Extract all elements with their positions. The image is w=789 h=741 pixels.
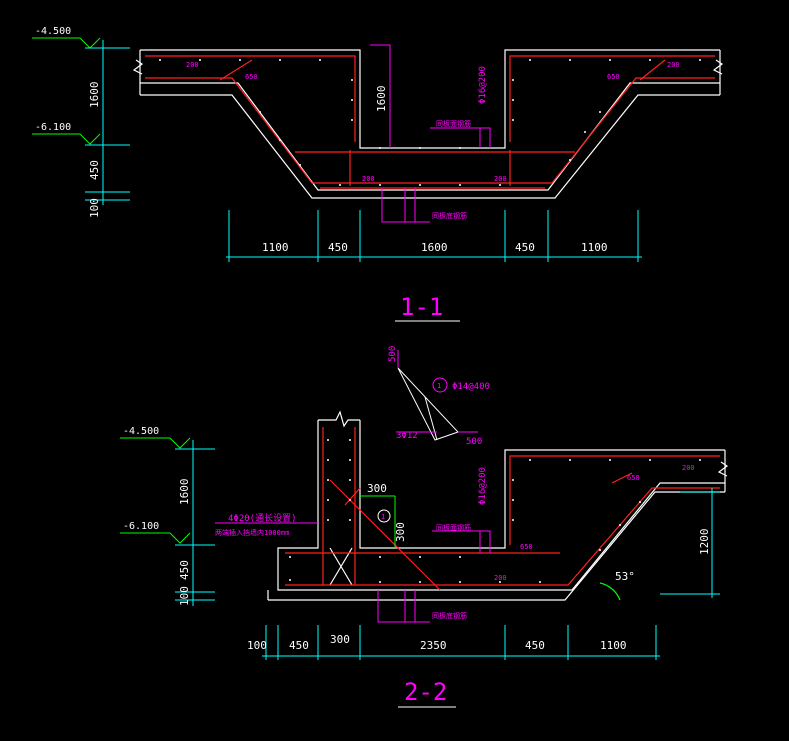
- section-2-corner-dim-v: 300: [394, 522, 407, 542]
- rebar-detail-bar-2: 3Φ12: [396, 431, 418, 441]
- section-1-hdim-2: 450: [328, 241, 348, 254]
- section-2-callout-line1: 4Φ20(通长设置): [228, 512, 297, 524]
- section-1-vdim-3: 100: [88, 198, 101, 218]
- section-1-label-left-bottom: 200: [362, 175, 375, 183]
- section-1-label-right-top-len: 650: [607, 73, 620, 81]
- section-2-2: 300 300 1 4Φ20(通长设置) 两端插入挡墙内1000mm Φ16@2…: [120, 410, 729, 708]
- section-2-horizontal-dim-lines: [262, 625, 660, 660]
- section-1-hdim-3: 1600: [421, 241, 448, 254]
- section-2-vertical-dim-lines: [175, 440, 215, 606]
- section-1-label-right-top-small: 200: [667, 61, 680, 69]
- section-2-note-top-mesh: 同板面钢筋: [436, 523, 471, 532]
- section-1-rebar-dots: [159, 59, 701, 186]
- section-2-slab-outline: [267, 410, 729, 601]
- section-2-vdim-2: 450: [178, 560, 191, 580]
- section-2-label-bottom-len: 650: [520, 543, 533, 551]
- section-2-rebar-dots: [289, 439, 701, 583]
- rebar-detail-shape: [397, 367, 459, 441]
- section-2-note-bottom-mesh: 同板底钢筋: [432, 611, 467, 620]
- section-2-hdim-3: 300: [330, 633, 350, 646]
- section-1-level-symbols: [32, 37, 101, 145]
- section-2-label-bottom-small: 200: [494, 574, 507, 582]
- section-2-title: 2-2: [404, 678, 447, 706]
- section-2-corner-dim-lines: [360, 495, 396, 548]
- section-2-hdim-4: 2350: [420, 639, 447, 652]
- section-1-hdim-1: 1100: [262, 241, 289, 254]
- rebar-detail-marker: 1: [437, 382, 441, 390]
- section-2-angle-arc: [599, 582, 621, 601]
- section-2-corner-dim-h: 300: [367, 482, 387, 495]
- rebar-detail: 500 500 1 Φ14@400 3Φ12: [388, 346, 490, 447]
- section-2-right-height-dim: 1200: [698, 529, 711, 556]
- section-2-level-symbols: [120, 437, 191, 544]
- rebar-detail-marker-circle: [432, 377, 448, 393]
- section-2-right-height-dim-lines: [660, 488, 720, 598]
- section-2-level-bottom: -6.100: [123, 521, 159, 532]
- section-2-label-right-top-small: 200: [682, 464, 695, 472]
- section-2-vdim-1: 1600: [178, 479, 191, 506]
- section-2-label-wall-bar: Φ16@200: [478, 467, 488, 505]
- section-1-label-right-bottom: 200: [494, 175, 507, 183]
- section-1-note-top-mesh: 同板面钢筋: [436, 119, 471, 128]
- section-1-vdim-1: 1600: [88, 82, 101, 109]
- section-2-hdim-6: 1100: [600, 639, 627, 652]
- section-1-label-wall-bar: Φ16@200: [478, 66, 488, 104]
- section-1-note-bottom-mesh: 同板底钢筋: [432, 211, 467, 220]
- section-1-hdim-5: 1100: [581, 241, 608, 254]
- section-1-level-bottom: -6.100: [35, 122, 71, 133]
- section-2-angle: 53°: [615, 570, 635, 583]
- section-2-hdim-1: 100: [247, 639, 267, 652]
- section-2-level-top: -4.500: [123, 426, 159, 437]
- section-1-label-left-top-len: 650: [245, 73, 258, 81]
- section-1-title: 1-1: [400, 293, 443, 321]
- section-1-level-top: -4.500: [35, 26, 71, 37]
- section-1-vdim-2: 450: [88, 160, 101, 180]
- section-1-rebar: [145, 55, 715, 189]
- rebar-detail-bottom-len: 500: [466, 437, 482, 447]
- rebar-detail-top-len: 500: [388, 346, 398, 362]
- section-1-slab-outline: [132, 49, 724, 199]
- section-1-leaders: [370, 44, 491, 223]
- section-2-hdim-2: 450: [289, 639, 309, 652]
- section-1-vertical-dim-lines: [85, 40, 130, 205]
- section-1-label-left-top-small: 200: [186, 61, 199, 69]
- section-2-rebar: [285, 427, 720, 591]
- section-2-leaders: [215, 522, 491, 623]
- section-1-horizontal-dim-lines: [226, 210, 642, 262]
- rebar-detail-bar-1: Φ14@400: [452, 382, 490, 392]
- section-2-hdim-5: 450: [525, 639, 545, 652]
- section-2-label-right-top-len: 650: [627, 474, 640, 482]
- section-2-callout-line2: 两端插入挡墙内1000mm: [215, 528, 289, 537]
- section-1-wall-height-dim: 1600: [375, 86, 388, 113]
- section-1-hdim-4: 450: [515, 241, 535, 254]
- section-2-vdim-3: 100: [178, 586, 191, 606]
- section-2-marker: 1: [381, 513, 385, 521]
- section-1-1: 200 650 200 650 200 200 Φ16@200 同板面钢筋 同板…: [32, 26, 724, 322]
